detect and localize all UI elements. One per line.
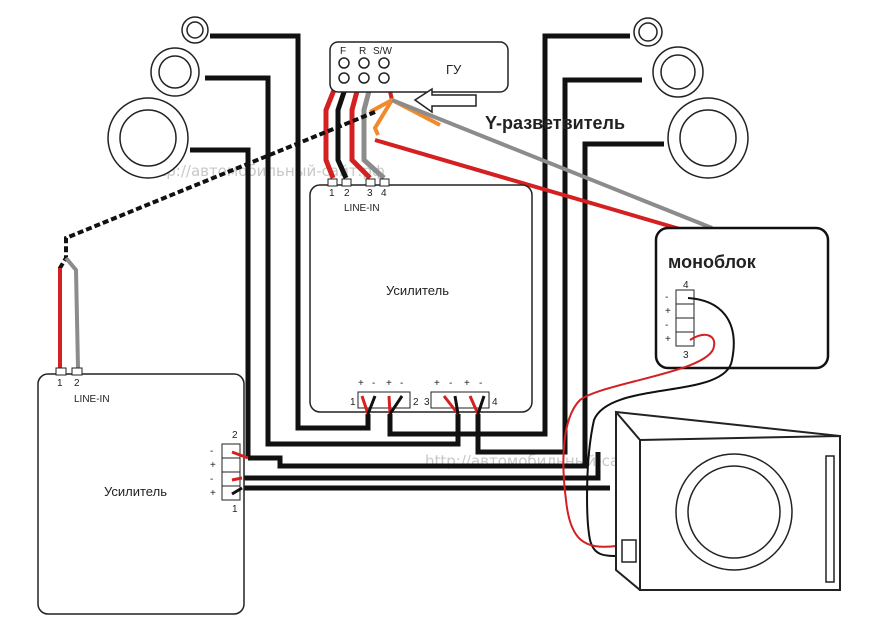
svg-text:1: 1 <box>329 188 335 199</box>
midrange-right-icon <box>652 46 704 98</box>
svg-text:+: + <box>464 378 470 389</box>
rca-jacks <box>338 57 390 84</box>
svg-text:+: + <box>210 460 216 471</box>
svg-text:3: 3 <box>683 350 689 361</box>
svg-text:1: 1 <box>57 378 63 389</box>
svg-text:+: + <box>386 378 392 389</box>
head-unit: ГУ F R S/W <box>329 41 509 93</box>
speaker-wires <box>190 33 664 491</box>
arrow-left-icon <box>413 87 477 114</box>
amp-left: Усилитель LINE-IN 1 2 2 1 - + - + <box>37 367 249 615</box>
tweeter-right-icon <box>633 17 663 47</box>
svg-text:4: 4 <box>492 397 498 408</box>
amp-main-inputs: 1 2 3 4 <box>327 178 390 199</box>
rca-cables-main <box>323 79 386 180</box>
svg-text:+: + <box>358 378 364 389</box>
subwoofer-box <box>615 410 841 591</box>
watermark-top: http://автомобильный-сайт.рф <box>145 162 385 180</box>
svg-text:-: - <box>449 378 452 389</box>
svg-text:+: + <box>665 306 671 317</box>
tweeter-left-icon <box>181 16 209 44</box>
rca-label-sw: S/W <box>373 46 392 57</box>
svg-text:2: 2 <box>74 378 80 389</box>
svg-text:+: + <box>210 488 216 499</box>
svg-text:-: - <box>665 292 668 303</box>
svg-text:2: 2 <box>413 397 419 408</box>
woofer-left-icon <box>107 97 189 179</box>
svg-text:-: - <box>665 320 668 331</box>
subwoofer-speaker-icon <box>675 453 793 571</box>
svg-text:-: - <box>210 474 213 485</box>
monoblock-terminal: 4 3 - + - + <box>665 280 695 361</box>
svg-text:3: 3 <box>424 397 430 408</box>
svg-text:-: - <box>210 446 213 457</box>
y-splitter-label: Y-разветвитель <box>485 113 625 133</box>
rca-label-r: R <box>359 46 366 57</box>
amp-main-label: Усилитель <box>386 283 449 298</box>
svg-text:+: + <box>434 378 440 389</box>
speakers <box>107 16 749 179</box>
amp-left-terminal: 2 1 - + - + <box>210 430 249 515</box>
head-unit-title: ГУ <box>446 62 462 77</box>
svg-text:1: 1 <box>232 504 238 515</box>
monoblock-label: моноблок <box>668 252 757 272</box>
svg-text:-: - <box>400 378 403 389</box>
svg-text:3: 3 <box>367 188 373 199</box>
svg-text:2: 2 <box>344 188 350 199</box>
svg-text:+: + <box>665 334 671 345</box>
amp-main-line-in: LINE-IN <box>344 203 380 214</box>
svg-text:-: - <box>479 378 482 389</box>
midrange-left-icon <box>150 47 200 97</box>
svg-text:2: 2 <box>232 430 238 441</box>
amp-left-line-in: LINE-IN <box>74 394 110 405</box>
amp-main-terminal-wires <box>360 395 486 415</box>
monoblock: моноблок 4 3 - + - + <box>562 226 830 557</box>
amp-left-label: Усилитель <box>104 484 167 499</box>
amp-main: Усилитель LINE-IN 1 2 3 4 + - + - + - + … <box>309 178 533 415</box>
svg-text:1: 1 <box>350 397 356 408</box>
rca-label-f: F <box>340 46 346 57</box>
svg-text:-: - <box>372 378 375 389</box>
svg-text:4: 4 <box>683 280 689 291</box>
svg-text:4: 4 <box>381 188 387 199</box>
woofer-right-icon <box>667 97 749 179</box>
